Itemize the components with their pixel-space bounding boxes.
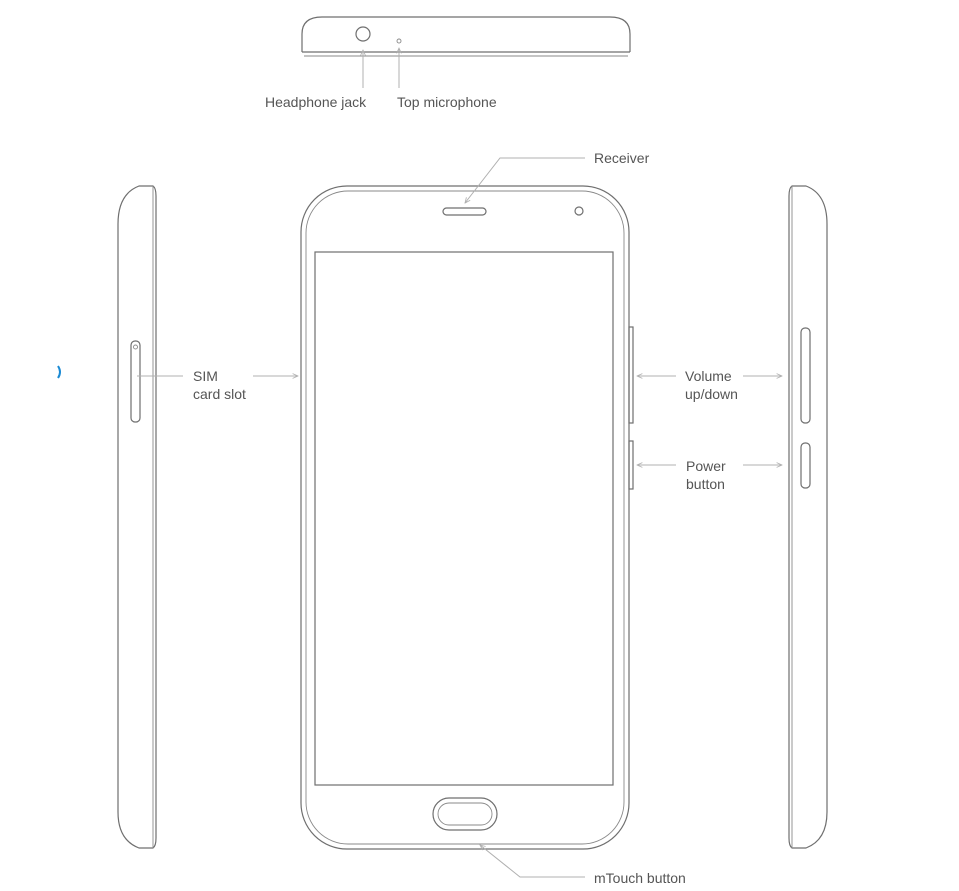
label-mtouch-button: mTouch button [594,870,686,886]
front-camera [574,206,584,216]
label-receiver: Receiver [594,150,650,166]
side-volume-buttons [800,327,811,424]
sim-card-slot [130,340,141,423]
phone-front-view [300,185,634,850]
label-sim-line2: card slot [193,386,246,402]
label-top-microphone: Top microphone [397,94,497,110]
mtouch-button [432,797,498,831]
label-power-line1: Power [686,458,726,474]
phone-top-view [301,16,631,57]
phone-left-side-view [117,185,157,849]
headphone-jack-port [355,26,371,42]
label-sim-line1: SIM [193,368,218,384]
front-volume-rocker [628,326,634,424]
receiver-slot [442,207,487,216]
label-power-line2: button [686,476,725,492]
phone-right-side-view [788,185,828,849]
edge-accent-mark [57,365,61,379]
label-headphone-jack: Headphone jack [265,94,367,110]
side-power-button [800,442,811,489]
label-volume-line2: up/down [685,386,738,402]
top-microphone-hole [396,38,402,44]
display-screen [314,251,614,786]
front-power-button [628,440,634,490]
label-volume-line1: Volume [685,368,732,384]
